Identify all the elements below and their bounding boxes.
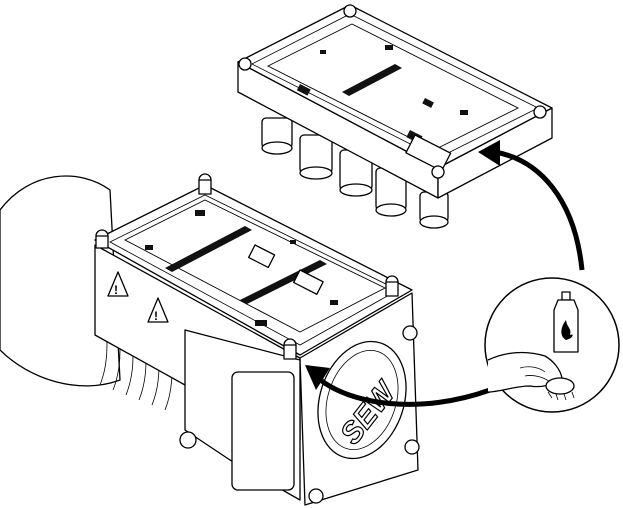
arrow-head-icon bbox=[305, 365, 330, 390]
svg-text:!: ! bbox=[154, 309, 158, 323]
arrow-head-icon bbox=[478, 140, 500, 166]
cable-glands bbox=[261, 117, 449, 229]
svg-text:!: ! bbox=[114, 283, 118, 297]
removed-cover bbox=[237, 4, 553, 229]
hand-with-cloth-icon bbox=[487, 351, 575, 401]
arrows bbox=[305, 140, 585, 407]
cleaning-callout bbox=[484, 277, 620, 413]
screws bbox=[95, 173, 420, 504]
inverter-housing: ! ! SEW bbox=[94, 173, 420, 506]
warning-icon bbox=[147, 297, 169, 323]
flammable-bottle-icon bbox=[553, 291, 579, 353]
warning-icon bbox=[107, 271, 129, 297]
